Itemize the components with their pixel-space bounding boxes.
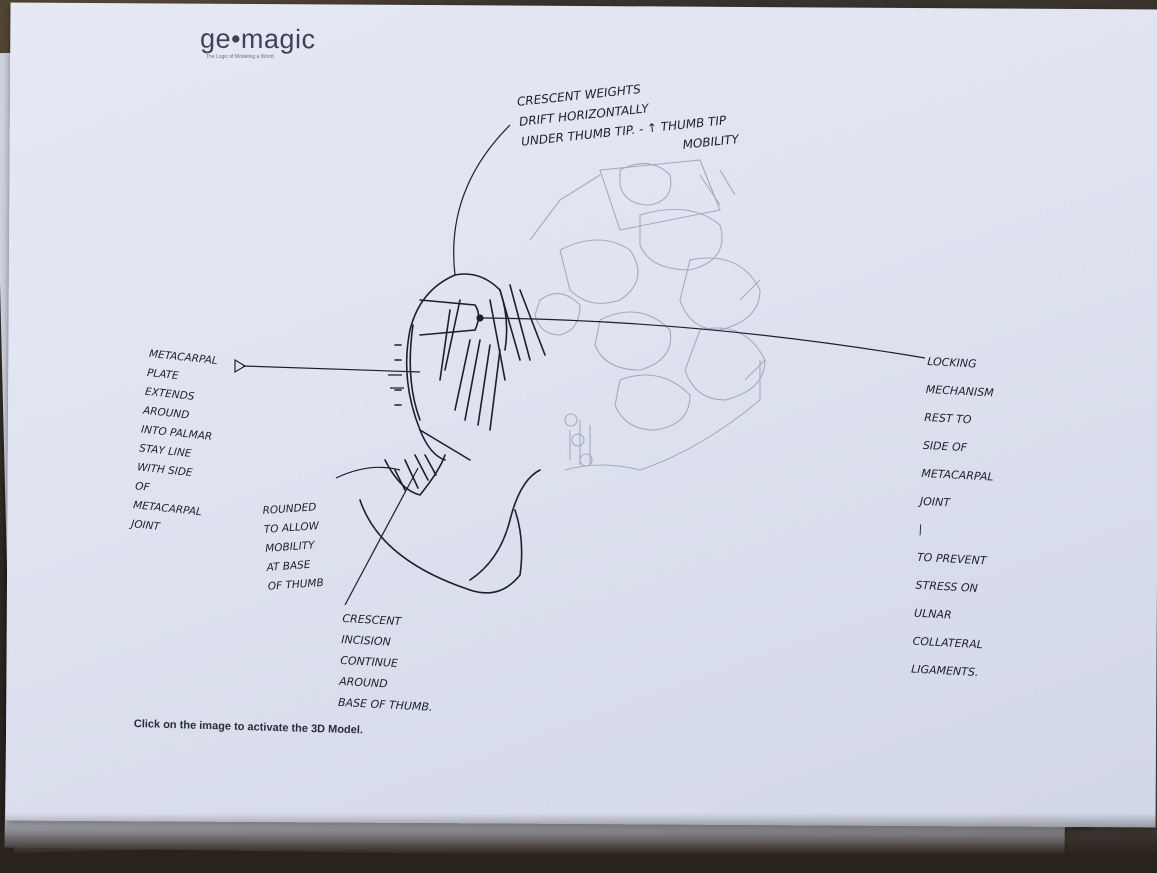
logo-tagline: The Logic of Modeling a World [206, 54, 274, 60]
geomagic-logo: ge•magic [200, 24, 316, 56]
leader-lines [235, 125, 925, 605]
arrow-marks [388, 375, 404, 388]
bottom-shadow [0, 813, 1157, 873]
leader-bottom [345, 468, 418, 605]
leader-right [480, 318, 925, 358]
thumb-brace-sketch [360, 274, 545, 593]
annotation-bottom: CRESCENT INCISION CONTINUE AROUND BASE O… [338, 608, 438, 718]
annotation-middle-left: ROUNDED TO ALLOW MOBILITY AT BASE OF THU… [262, 498, 324, 597]
leader-top [454, 125, 510, 275]
leader-left [243, 366, 420, 372]
faint-thumb-sketch [530, 160, 765, 470]
